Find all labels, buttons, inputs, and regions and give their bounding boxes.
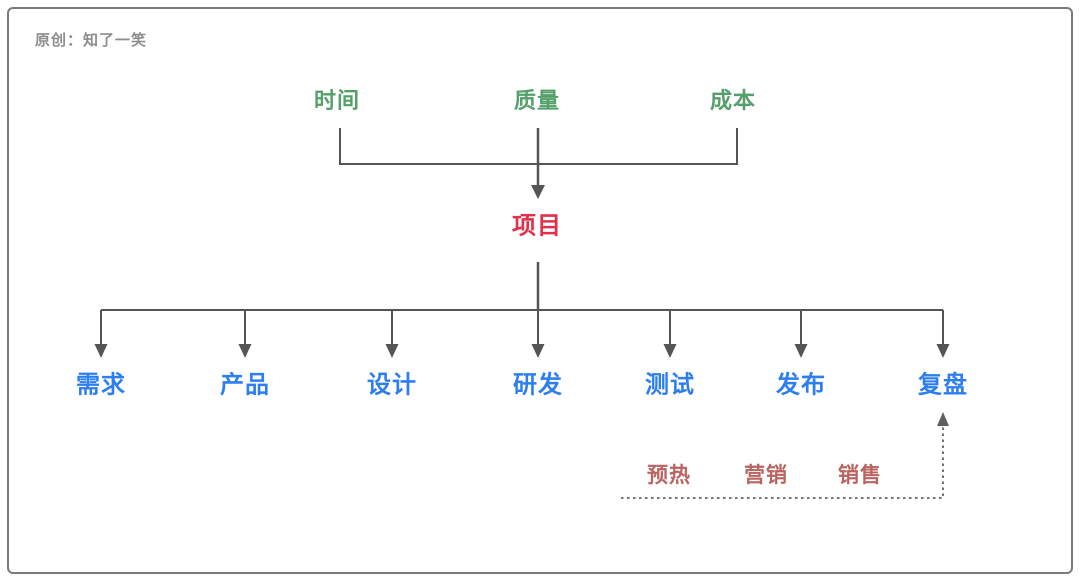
node-cost: 成本 — [709, 88, 757, 113]
arrowhead-down-icon — [94, 344, 108, 358]
subphase-feedback-dotted-arrow — [621, 412, 949, 499]
arrowhead-down-icon — [385, 344, 399, 358]
arrowhead-down-icon — [936, 344, 950, 358]
watermark-text: 原创：知了一笑 — [35, 32, 148, 49]
arrowhead-up-icon — [937, 412, 949, 426]
node-time: 时间 — [313, 88, 361, 113]
node-warmup: 预热 — [647, 464, 691, 487]
node-review: 复盘 — [918, 371, 968, 399]
node-product: 产品 — [220, 371, 270, 399]
arrowhead-down-icon — [663, 344, 677, 358]
node-design: 设计 — [367, 371, 417, 399]
node-release: 发布 — [776, 371, 826, 399]
node-marketing: 营销 — [744, 464, 788, 487]
arrowhead-down-icon — [531, 344, 545, 358]
node-quality: 质量 — [513, 88, 561, 113]
node-testing: 测试 — [645, 371, 695, 399]
arrowhead-down-icon — [238, 344, 252, 358]
arrowhead-down-icon — [794, 344, 808, 358]
bracket-to-project-arrow — [531, 128, 545, 199]
phase-branch-arrows — [94, 310, 950, 358]
node-sales: 销售 — [838, 464, 882, 487]
arrowhead-down-icon — [531, 185, 545, 199]
node-requirements: 需求 — [76, 371, 126, 399]
node-development: 研发 — [513, 371, 563, 399]
node-project: 项目 — [512, 212, 562, 240]
